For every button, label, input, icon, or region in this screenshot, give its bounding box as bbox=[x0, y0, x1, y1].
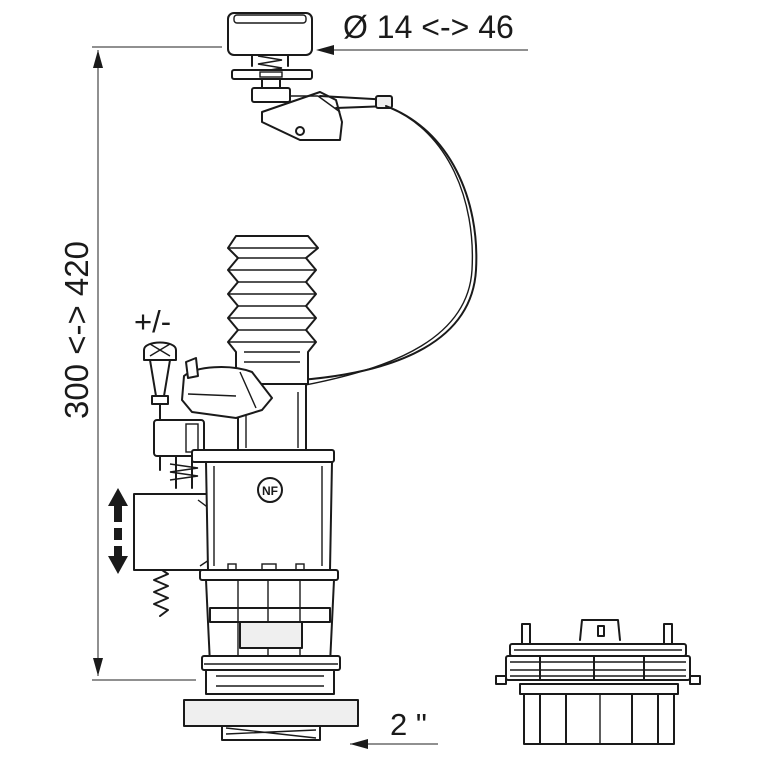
valve-cage bbox=[201, 579, 341, 671]
cable bbox=[299, 105, 478, 381]
button-diameter-label: Ø 14 <-> 46 bbox=[343, 9, 514, 45]
thread-dimension bbox=[350, 739, 438, 749]
bellows bbox=[227, 235, 319, 385]
arrow-left-icon bbox=[350, 739, 368, 749]
up-down-arrow-icon bbox=[108, 488, 128, 574]
float-lever bbox=[181, 357, 273, 419]
arrow-up-icon bbox=[93, 50, 103, 68]
adjust-label: +/- bbox=[134, 304, 171, 339]
arrow-down-icon bbox=[93, 658, 103, 676]
height-range-label: 300 <-> 420 bbox=[58, 241, 95, 419]
diameter-dimension bbox=[316, 45, 528, 55]
base-nut bbox=[183, 669, 359, 741]
base-detail-view bbox=[495, 619, 701, 745]
adjust-screw bbox=[143, 341, 177, 471]
arrow-left-icon bbox=[316, 45, 334, 55]
threaded-rod bbox=[153, 569, 169, 617]
push-button bbox=[227, 12, 313, 89]
thread-size-label: 2 " bbox=[390, 707, 427, 742]
nf-logo: NF bbox=[262, 484, 278, 498]
height-dimension bbox=[92, 46, 222, 681]
main-housing: NF bbox=[191, 449, 339, 581]
cable-actuator bbox=[251, 87, 393, 141]
